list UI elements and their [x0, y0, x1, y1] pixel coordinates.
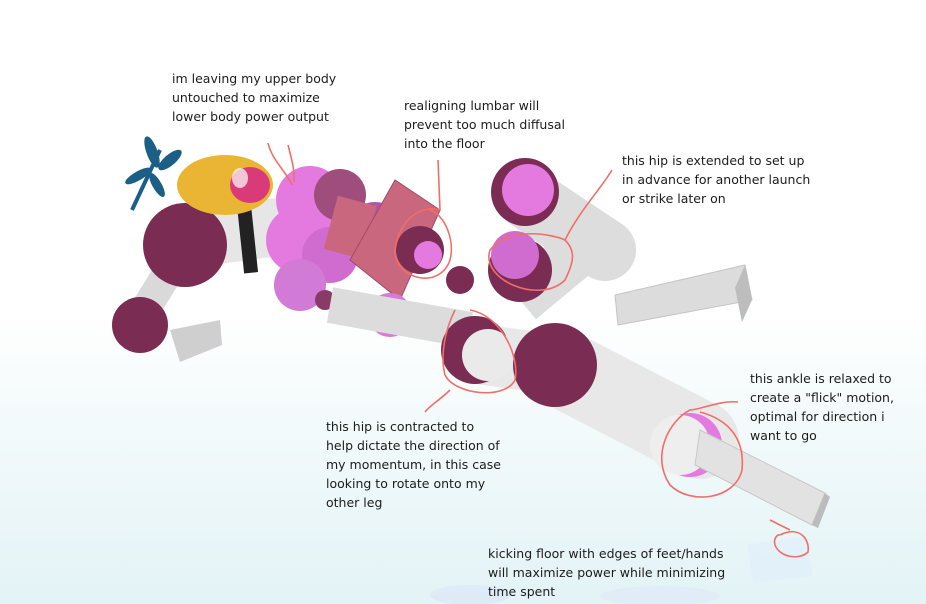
- annotation-kick: kicking floor with edges of feet/hands w…: [488, 544, 725, 601]
- head: [177, 155, 273, 215]
- annotation-upper-body: im leaving my upper body untouched to ma…: [172, 69, 336, 126]
- annotation-hip-contracted: this hip is contracted to help dictate t…: [326, 417, 501, 512]
- dragonfly-icon: [124, 135, 184, 210]
- annotation-hip-extended: this hip is extended to set up in advanc…: [622, 151, 810, 208]
- annotation-ankle: this ankle is relaxed to create a "flick…: [750, 369, 894, 445]
- annotation-lumbar: realigning lumbar will prevent too much …: [404, 96, 565, 153]
